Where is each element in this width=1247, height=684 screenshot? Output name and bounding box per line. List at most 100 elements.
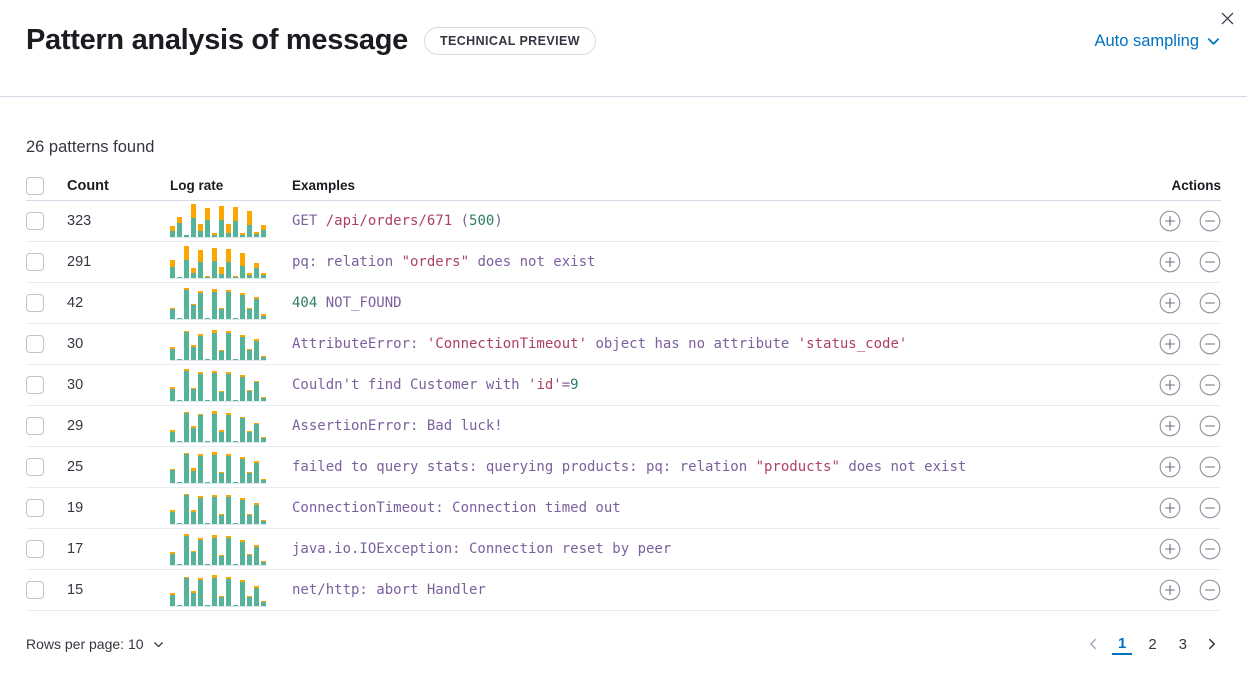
table-row: 30 AttributeError: 'ConnectionTimeout' o…	[26, 324, 1221, 365]
plus-in-circle-icon	[1159, 292, 1181, 314]
pattern-table-body: 323 GET /api/orders/671 (500) 291	[26, 201, 1221, 611]
example-text: failed to query stats: querying products…	[292, 459, 967, 475]
row-count: 42	[67, 295, 84, 311]
row-count: 19	[67, 500, 84, 516]
flyout-header: Pattern analysis of message TECHNICAL PR…	[0, 0, 1247, 97]
table-row: 15 net/http: abort Handler	[26, 570, 1221, 611]
chevron-left-icon	[1086, 637, 1100, 651]
filter-for-pattern-button[interactable]	[1159, 374, 1181, 396]
filter-out-pattern-button[interactable]	[1199, 333, 1221, 355]
row-checkbox[interactable]	[26, 581, 44, 599]
example-text: 404 NOT_FOUND	[292, 295, 402, 311]
minus-in-circle-icon	[1199, 374, 1221, 396]
log-rate-sparkline	[170, 532, 266, 566]
pagination: 1 2 3	[1084, 633, 1221, 655]
chevron-down-icon	[1206, 34, 1221, 49]
flyout-footer: Rows per page: 10 1 2 3	[0, 633, 1247, 655]
sampling-menu-label: Auto sampling	[1094, 32, 1199, 50]
column-header-count: Count	[67, 177, 109, 194]
minus-in-circle-icon	[1199, 333, 1221, 355]
log-rate-sparkline	[170, 245, 266, 279]
log-rate-sparkline	[170, 204, 266, 238]
table-row: 29 AssertionError: Bad luck!	[26, 406, 1221, 447]
log-rate-sparkline	[170, 573, 266, 607]
log-rate-sparkline	[170, 450, 266, 484]
row-checkbox[interactable]	[26, 212, 44, 230]
table-row: 42 404 NOT_FOUND	[26, 283, 1221, 324]
column-header-examples: Examples	[292, 178, 356, 193]
example-text: java.io.IOException: Connection reset by…	[292, 541, 672, 557]
row-count: 30	[67, 336, 84, 352]
table-row: 291 pq: relation "orders" does not exist	[26, 242, 1221, 283]
table-row: 19 ConnectionTimeout: Connection timed o…	[26, 488, 1221, 529]
filter-out-pattern-button[interactable]	[1199, 456, 1221, 478]
rows-per-page-label: Rows per page: 10	[26, 636, 144, 652]
page-button-2[interactable]: 2	[1142, 634, 1162, 655]
plus-in-circle-icon	[1159, 497, 1181, 519]
plus-in-circle-icon	[1159, 374, 1181, 396]
filter-for-pattern-button[interactable]	[1159, 538, 1181, 560]
filter-for-pattern-button[interactable]	[1159, 210, 1181, 232]
close-icon	[1220, 11, 1235, 26]
row-checkbox[interactable]	[26, 376, 44, 394]
minus-in-circle-icon	[1199, 538, 1221, 560]
example-text: AttributeError: 'ConnectionTimeout' obje…	[292, 336, 908, 352]
filter-for-pattern-button[interactable]	[1159, 251, 1181, 273]
filter-out-pattern-button[interactable]	[1199, 292, 1221, 314]
minus-in-circle-icon	[1199, 497, 1221, 519]
next-page-button[interactable]	[1203, 635, 1221, 653]
log-rate-sparkline	[170, 368, 266, 402]
sampling-menu-button[interactable]: Auto sampling	[1094, 32, 1221, 51]
filter-for-pattern-button[interactable]	[1159, 333, 1181, 355]
row-count: 25	[67, 459, 84, 475]
plus-in-circle-icon	[1159, 538, 1181, 560]
table-row: 30 Couldn't find Customer with 'id'=9	[26, 365, 1221, 406]
filter-for-pattern-button[interactable]	[1159, 415, 1181, 437]
plus-in-circle-icon	[1159, 251, 1181, 273]
technical-preview-badge: TECHNICAL PREVIEW	[423, 26, 596, 55]
row-checkbox[interactable]	[26, 540, 44, 558]
log-rate-sparkline	[170, 286, 266, 320]
filter-for-pattern-button[interactable]	[1159, 497, 1181, 519]
row-checkbox[interactable]	[26, 253, 44, 271]
log-rate-sparkline	[170, 327, 266, 361]
example-text: Couldn't find Customer with 'id'=9	[292, 377, 579, 393]
filter-for-pattern-button[interactable]	[1159, 292, 1181, 314]
minus-in-circle-icon	[1199, 415, 1221, 437]
page-button-1[interactable]: 1	[1111, 633, 1133, 655]
plus-in-circle-icon	[1159, 210, 1181, 232]
page-button-3[interactable]: 3	[1173, 634, 1193, 655]
plus-in-circle-icon	[1159, 415, 1181, 437]
row-checkbox[interactable]	[26, 294, 44, 312]
row-checkbox[interactable]	[26, 417, 44, 435]
previous-page-button[interactable]	[1084, 635, 1102, 653]
row-checkbox[interactable]	[26, 335, 44, 353]
patterns-found-summary: 26 patterns found	[26, 138, 155, 156]
filter-for-pattern-button[interactable]	[1159, 579, 1181, 601]
example-text: ConnectionTimeout: Connection timed out	[292, 500, 621, 516]
filter-out-pattern-button[interactable]	[1199, 251, 1221, 273]
column-header-actions: Actions	[1171, 178, 1221, 193]
row-checkbox[interactable]	[26, 458, 44, 476]
minus-in-circle-icon	[1199, 456, 1221, 478]
select-all-checkbox[interactable]	[26, 176, 44, 195]
filter-out-pattern-button[interactable]	[1199, 415, 1221, 437]
filter-for-pattern-button[interactable]	[1159, 456, 1181, 478]
filter-out-pattern-button[interactable]	[1199, 210, 1221, 232]
rows-per-page-button[interactable]: Rows per page: 10	[26, 636, 165, 652]
filter-out-pattern-button[interactable]	[1199, 579, 1221, 601]
example-text: GET /api/orders/671 (500)	[292, 213, 503, 229]
page-title: Pattern analysis of message	[26, 24, 408, 56]
table-row: 323 GET /api/orders/671 (500)	[26, 201, 1221, 242]
close-flyout-button[interactable]	[1213, 4, 1241, 32]
filter-out-pattern-button[interactable]	[1199, 497, 1221, 519]
flyout-body: 26 patterns found Count Log rate Example…	[0, 138, 1247, 611]
example-text: net/http: abort Handler	[292, 582, 486, 598]
row-count: 30	[67, 377, 84, 393]
row-checkbox[interactable]	[26, 499, 44, 517]
example-text: AssertionError: Bad luck!	[292, 418, 503, 434]
filter-out-pattern-button[interactable]	[1199, 374, 1221, 396]
log-rate-sparkline	[170, 491, 266, 525]
filter-out-pattern-button[interactable]	[1199, 538, 1221, 560]
